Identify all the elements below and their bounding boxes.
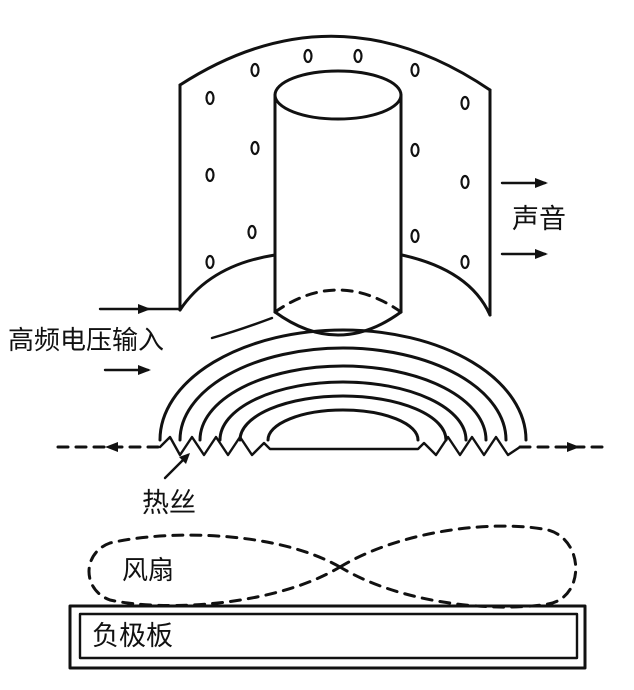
hot-wire [56, 435, 608, 480]
label-cathode-plate: 负极板 [92, 621, 173, 652]
hole [410, 62, 420, 78]
arc [198, 364, 488, 442]
cathode-plate-inner [78, 612, 579, 660]
inner-cylinder [273, 69, 403, 337]
hole [410, 228, 420, 244]
inner-cylinder-hidden-bottom [273, 288, 403, 314]
hole [205, 167, 215, 183]
arc [266, 408, 420, 442]
hole [410, 142, 420, 158]
hot-wire-right-arrow-head [567, 442, 580, 452]
label-hf-input: 高频电压输入 [8, 326, 164, 356]
hole [460, 254, 470, 270]
inner-cylinder-body-fill [275, 95, 402, 315]
sound-arrow-lower-head [535, 249, 548, 259]
hf-input-arrows [98, 304, 274, 375]
hole [205, 254, 215, 270]
hot-wire-left-arrow-head [105, 442, 118, 452]
hf-connection-to-electrode [210, 316, 274, 340]
fan-left-lobe [87, 533, 342, 608]
label-fan: 风扇 [122, 556, 174, 586]
label-sound: 声音 [512, 204, 566, 235]
hot-wire-pointer-head [179, 453, 190, 464]
outer-cylinder-inner-right-curve [400, 253, 492, 317]
hole [460, 95, 470, 111]
outer-cylinder-inner-left-curve [178, 253, 277, 312]
hole [250, 62, 260, 78]
arc [238, 394, 448, 442]
hole [303, 48, 313, 64]
label-hot-wire: 热丝 [142, 488, 196, 519]
cathode-plate [68, 604, 587, 670]
fan-shape [87, 524, 578, 609]
perforated-outer-cylinder [178, 34, 492, 317]
discharge-arcs [158, 328, 528, 442]
hole [353, 48, 363, 64]
inner-cylinder-bottom-front [273, 310, 403, 337]
sound-arrows [500, 178, 548, 259]
sound-arrow-upper-head [535, 178, 548, 188]
fan-right-lobe [338, 524, 578, 609]
hole [460, 174, 470, 190]
outer-cylinder-top-edge [178, 34, 492, 92]
perforation-holes [205, 48, 470, 270]
hole [205, 90, 215, 106]
cathode-plate-outer [68, 604, 587, 670]
hole [250, 140, 260, 156]
hole [247, 224, 257, 240]
hot-wire-zigzag [158, 435, 522, 457]
arc [158, 328, 528, 442]
arc [178, 346, 508, 442]
hf-arrow-lower-head [138, 365, 151, 375]
arc [218, 380, 468, 442]
hf-arrow-upper-head [138, 304, 151, 314]
